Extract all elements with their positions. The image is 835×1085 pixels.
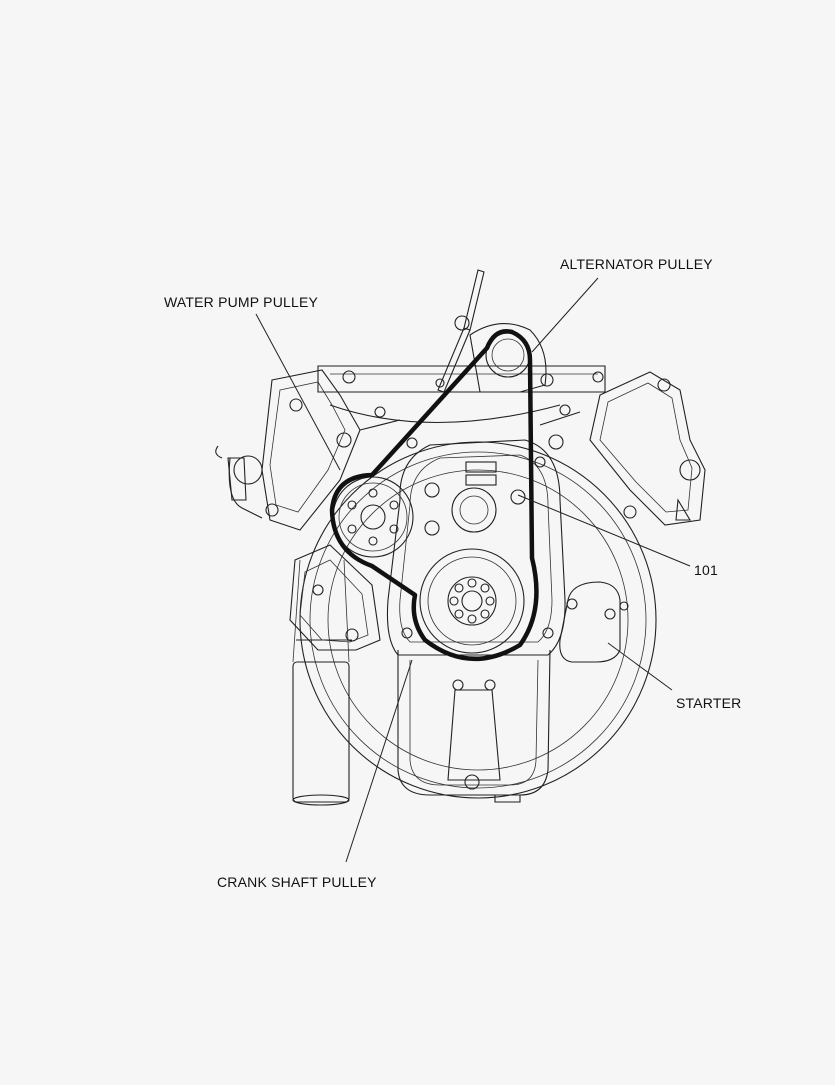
crank-shaft-pulley-label: CRANK SHAFT PULLEY <box>217 874 377 890</box>
intake-rail <box>317 365 606 468</box>
crank-shaft-pulley <box>419 548 525 654</box>
part-101-label: 101 <box>694 562 718 578</box>
alternator-pulley-label: ALTERNATOR PULLEY <box>560 256 713 272</box>
leader-lines <box>255 277 691 863</box>
left-cylinder-head <box>215 369 361 531</box>
starter-label: STARTER <box>676 695 742 711</box>
starter-motor <box>559 581 629 663</box>
oil-filter-bracket <box>289 544 381 651</box>
front-cover <box>386 439 566 656</box>
alternator-bracket <box>435 269 547 393</box>
flywheel-housing <box>299 441 657 799</box>
drive-belt <box>329 329 539 662</box>
water-pump-pulley-label: WATER PUMP PULLEY <box>164 294 319 310</box>
oil-pan <box>397 649 551 803</box>
right-cylinder-head <box>589 371 706 526</box>
